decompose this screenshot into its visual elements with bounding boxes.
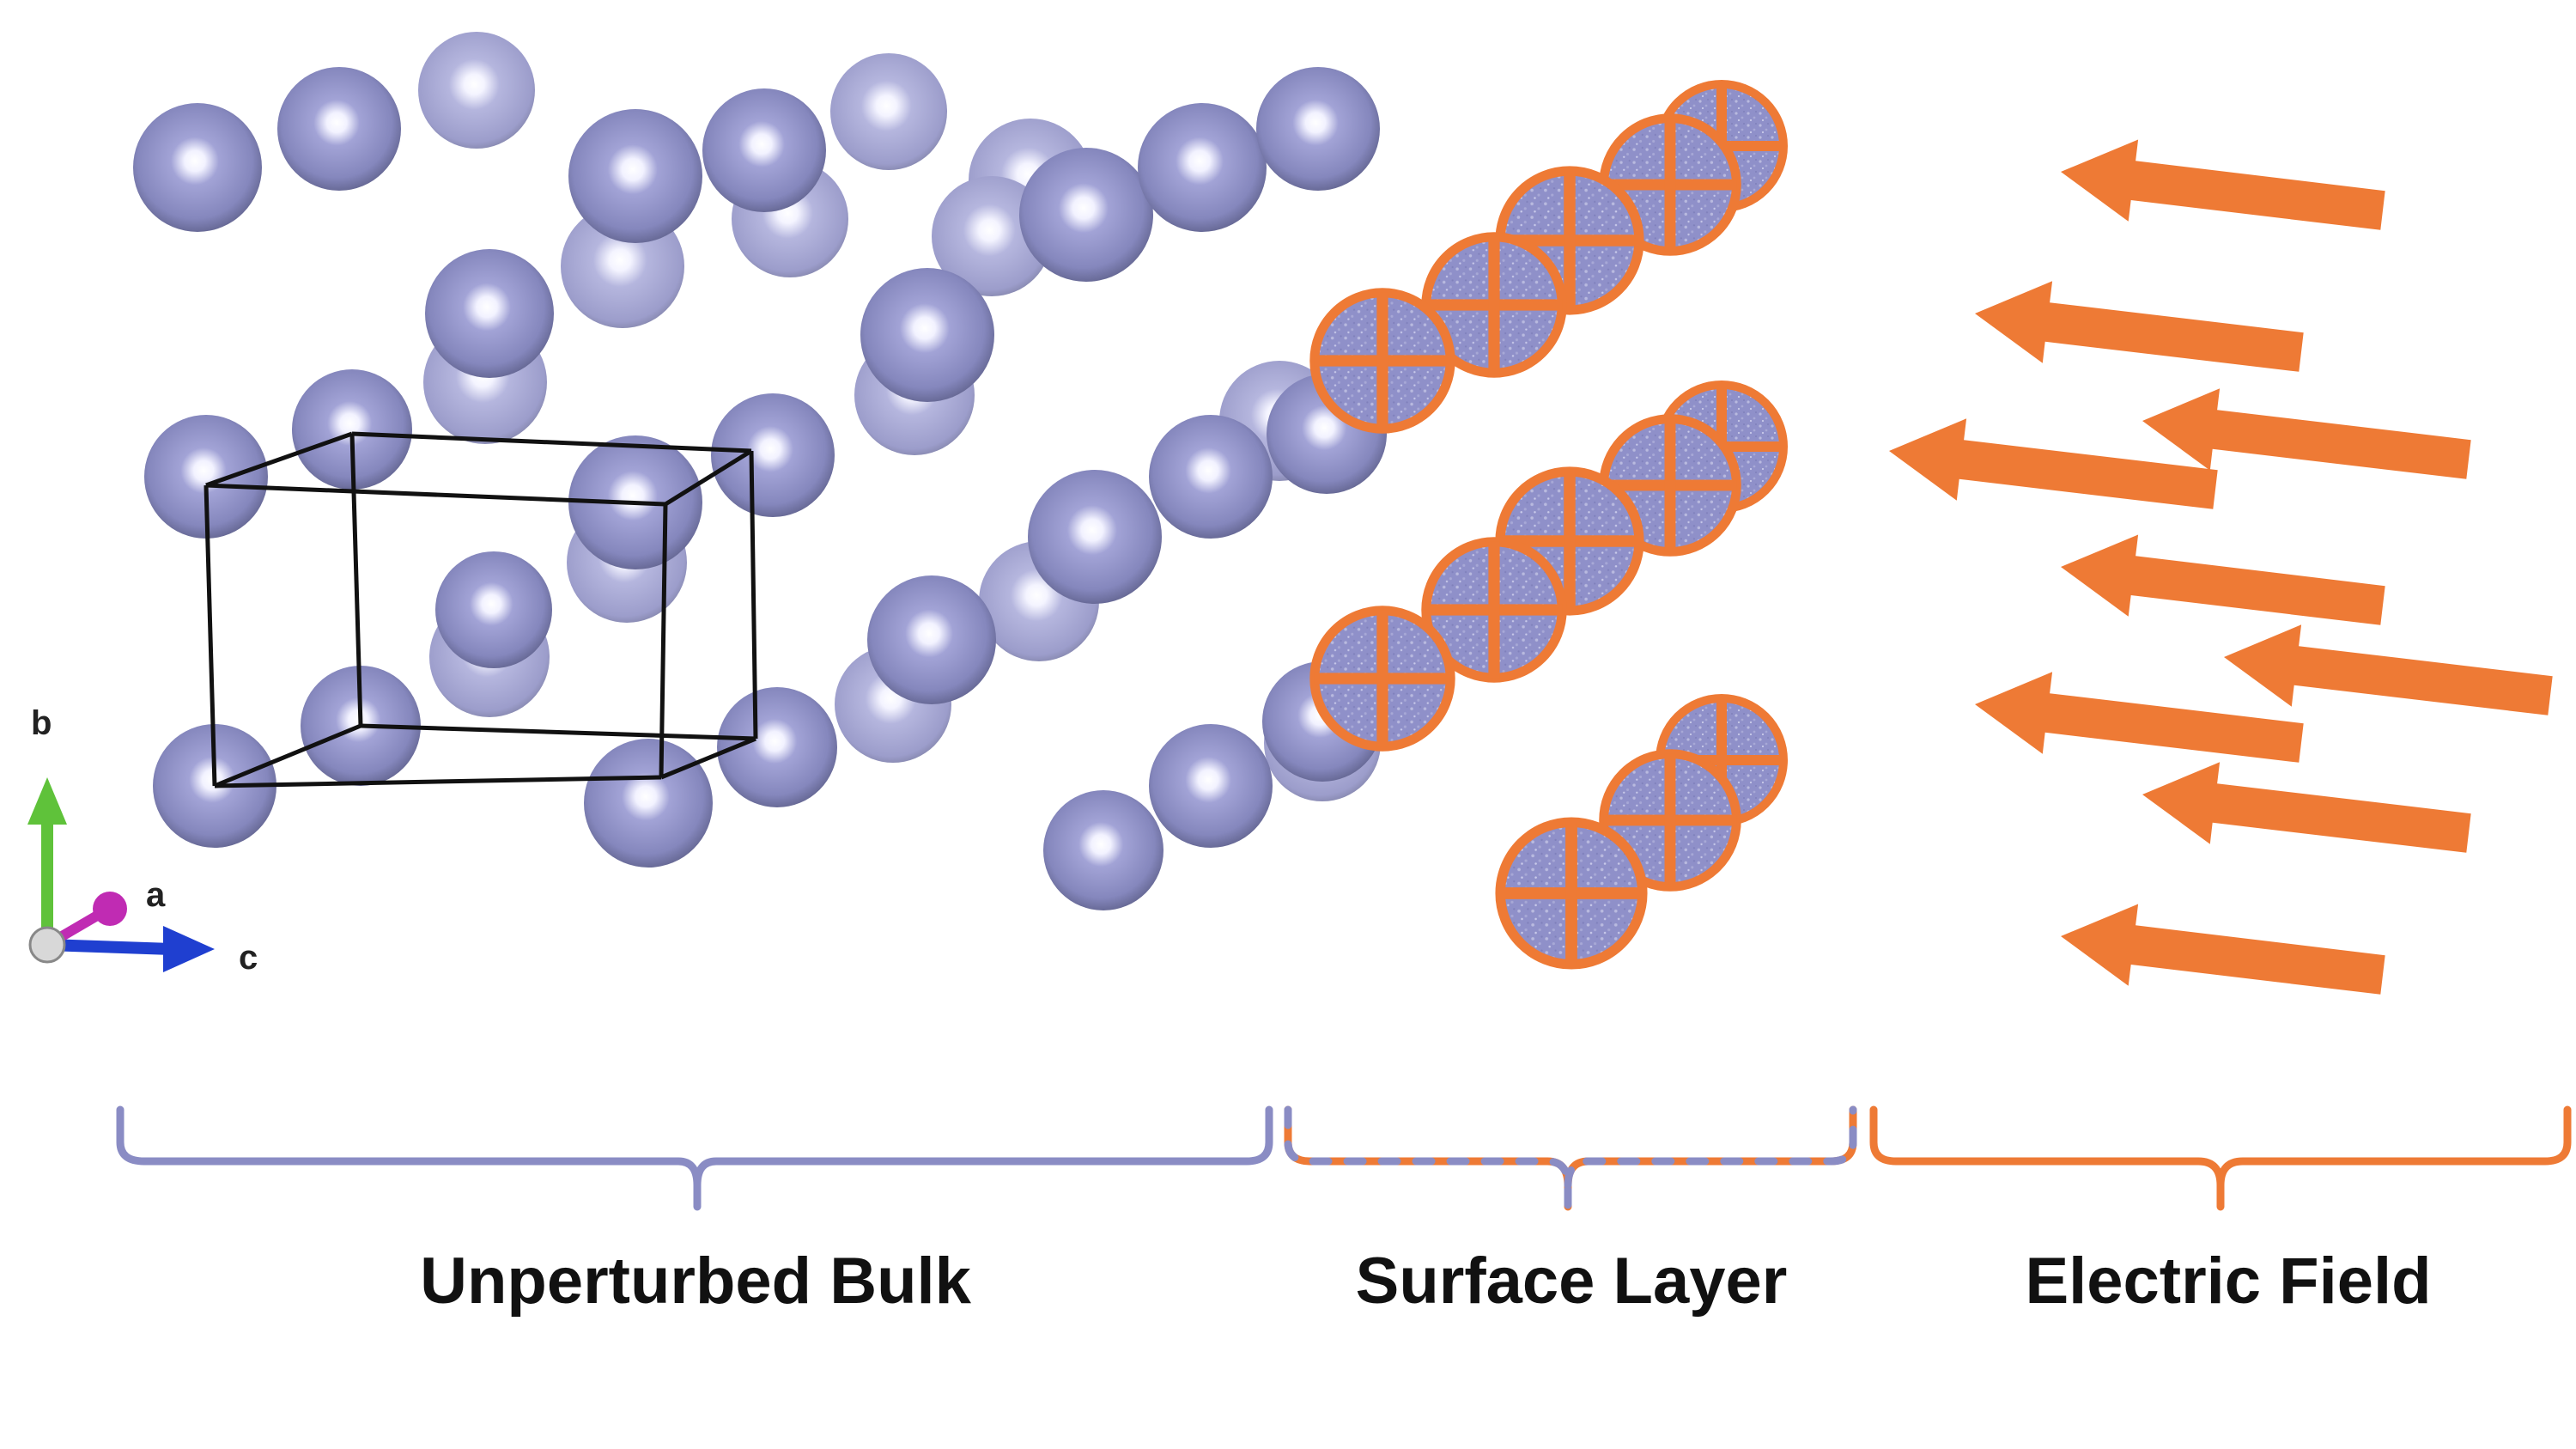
atom-sphere-icon — [1019, 148, 1153, 282]
atom-sphere-icon — [568, 109, 702, 243]
region-braces — [116, 1105, 2572, 1211]
atom-sphere-icon — [292, 369, 412, 490]
label-surface-layer: Surface Layer — [1355, 1245, 1788, 1318]
label-unperturbed-bulk: Unperturbed Bulk — [420, 1245, 971, 1318]
atom-sphere-icon — [867, 575, 996, 704]
label-electric-field: Electric Field — [2025, 1245, 2432, 1318]
atom-sphere-icon — [1043, 790, 1163, 910]
field-arrow-left-icon — [2061, 139, 2385, 230]
bulk-brace — [116, 1105, 1273, 1211]
atom-sphere-icon — [830, 53, 947, 170]
atom-sphere-icon — [418, 32, 535, 149]
field-arrow-left-icon — [2224, 624, 2553, 715]
axes-triad-icon: b a c — [27, 704, 258, 977]
atom-sphere-icon — [717, 687, 837, 807]
axis-origin-icon — [28, 926, 66, 964]
field-arrow-left-icon — [2061, 534, 2385, 625]
atom-sphere-icon — [1138, 103, 1267, 232]
field-arrow-left-icon — [1975, 281, 2304, 372]
atom-sphere-icon — [1149, 415, 1273, 539]
electric-field-arrows — [1889, 139, 2553, 995]
bulk-atoms — [133, 32, 1387, 910]
atom-sphere-icon — [435, 551, 552, 668]
atom-sphere-icon — [1256, 67, 1380, 191]
axis-c-arrow-icon — [163, 926, 215, 972]
field-arrow-left-icon — [2142, 388, 2471, 479]
axis-a-arrow-icon — [93, 892, 127, 926]
atom-sphere-icon — [1149, 724, 1273, 848]
field-brace — [1869, 1105, 2572, 1211]
surface-atom-crossed-circle-icon — [1315, 293, 1450, 429]
atom-sphere-icon — [702, 88, 826, 212]
surface-brace-dashes — [1284, 1105, 1857, 1211]
axis-label-c: c — [239, 939, 258, 977]
atom-sphere-icon — [144, 415, 268, 539]
surface-atom-crossed-circle-icon — [1500, 822, 1643, 965]
atom-sphere-icon — [425, 249, 554, 378]
atom-sphere-icon — [277, 67, 401, 191]
unit-cell-box — [204, 431, 758, 788]
axis-label-b: b — [31, 704, 52, 742]
field-arrow-left-icon — [2142, 762, 2471, 853]
field-arrow-left-icon — [1975, 672, 2304, 763]
axis-label-a: a — [146, 876, 166, 914]
field-arrow-left-icon — [1889, 418, 2218, 509]
atom-sphere-icon — [1028, 470, 1162, 604]
atom-sphere-icon — [584, 739, 713, 868]
atom-sphere-icon — [711, 393, 835, 517]
atom-sphere-icon — [860, 268, 994, 402]
surface-atom-crossed-circle-icon — [1315, 611, 1450, 746]
field-arrow-left-icon — [2061, 904, 2385, 995]
axis-b-arrow-icon — [27, 777, 67, 825]
surface-atoms — [1315, 84, 1783, 965]
atom-sphere-icon — [133, 103, 262, 232]
